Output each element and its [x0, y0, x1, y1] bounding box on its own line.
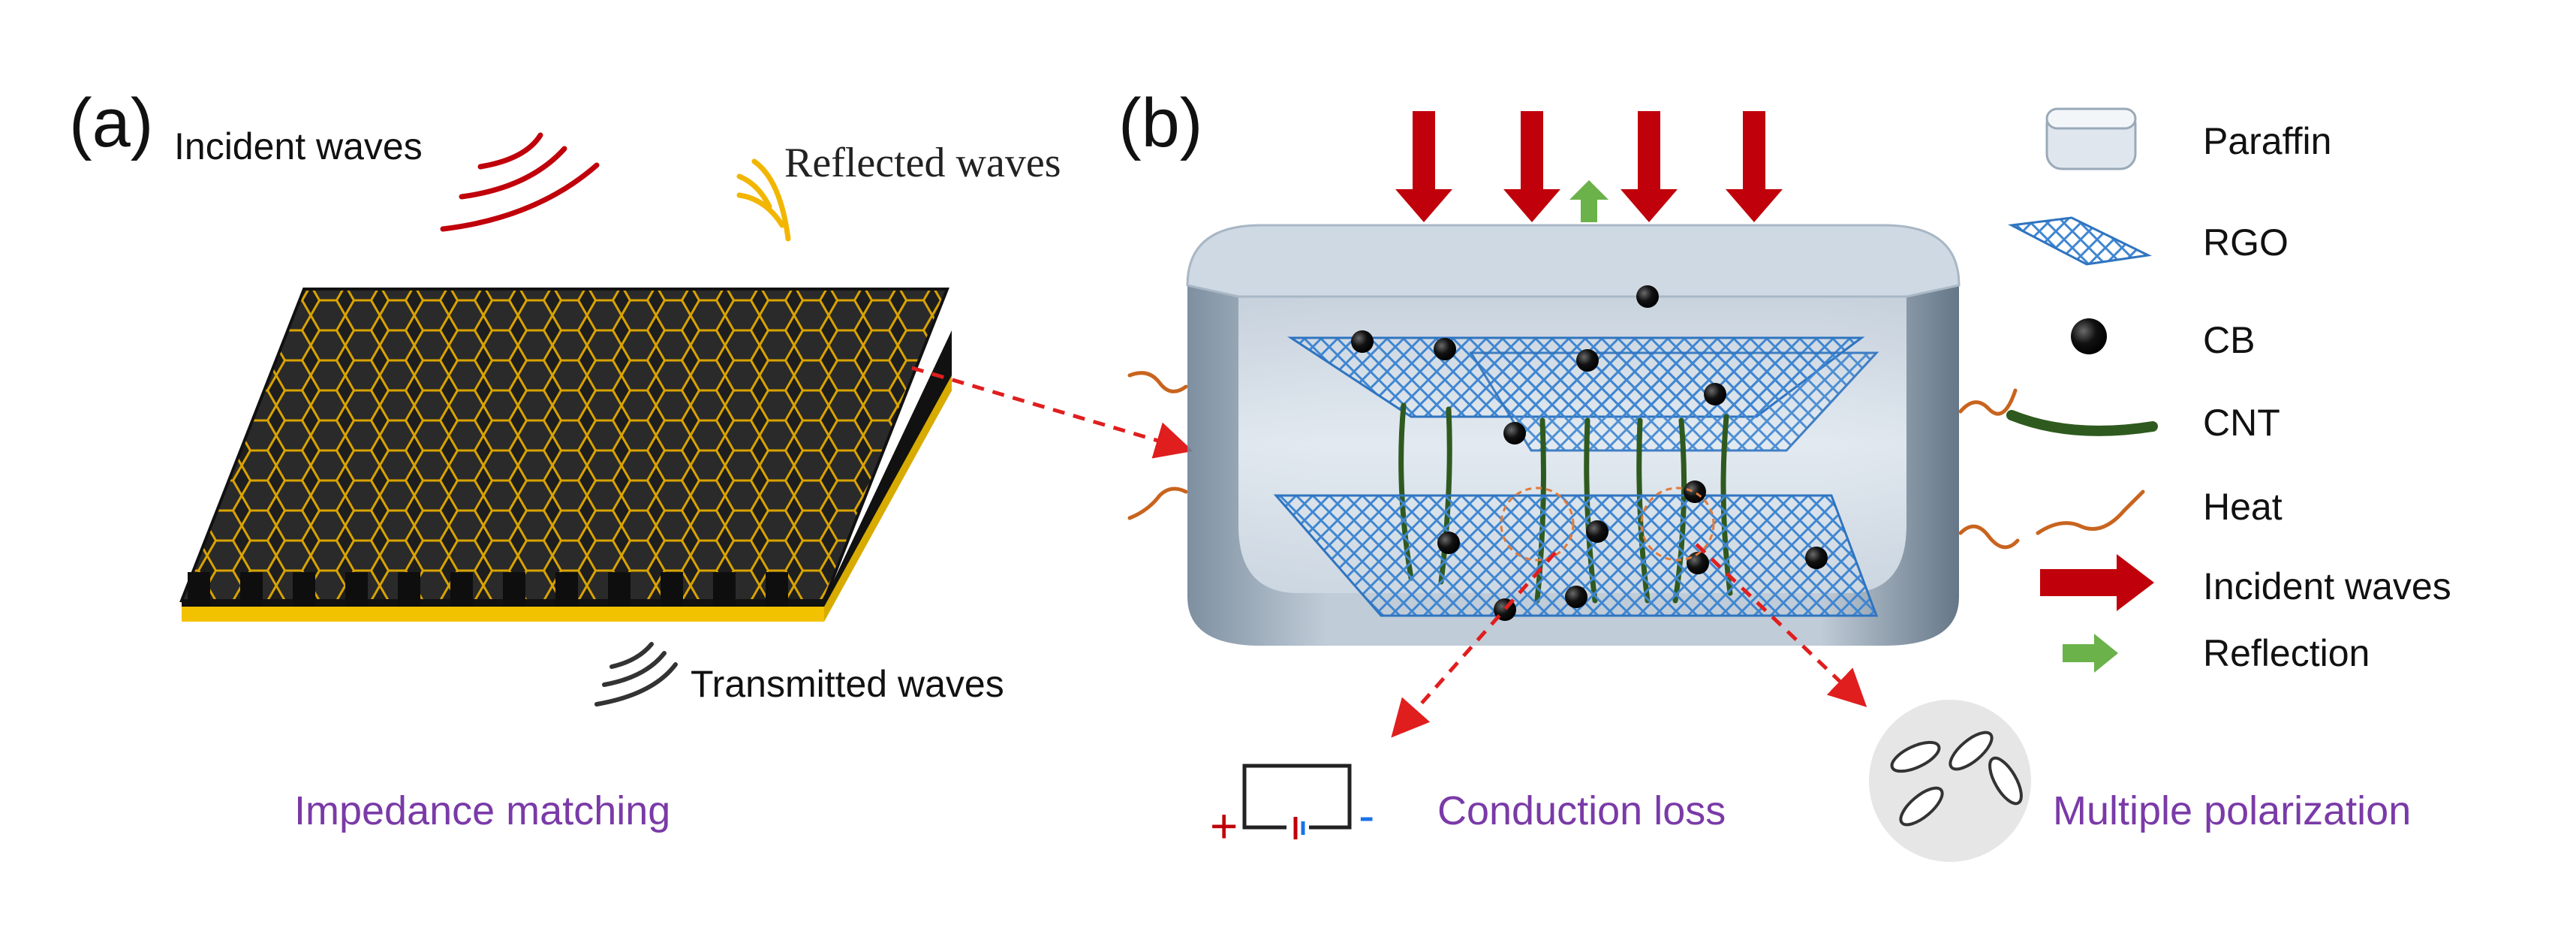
polarization-arrow [1695, 543, 1867, 707]
incident-waves-icon [440, 132, 600, 232]
legend-incident-label: Incident waves [2203, 565, 2451, 607]
conduction-loss-label: Conduction loss [1437, 788, 1726, 833]
reflection-arrow [1569, 180, 1608, 222]
legend-cb-label: CB [2203, 319, 2255, 361]
panel-b: (b) [1118, 85, 2411, 862]
reflected-waves-icon [736, 158, 791, 242]
impedance-matching-label: Impedance matching [294, 788, 670, 833]
conduction-arrow [1391, 551, 1557, 738]
multiple-polarization-label: Multiple polarization [2053, 788, 2411, 833]
legend: Paraffin RGO CB CNT Heat Incident waves … [2006, 107, 2451, 674]
legend-rgo-label: RGO [2203, 221, 2289, 264]
incident-arrow-icon [2040, 554, 2154, 611]
legend-paraffin-label: Paraffin [2203, 120, 2331, 162]
panel-b-label: (b) [1118, 85, 1202, 161]
legend-reflection-label: Reflection [2203, 632, 2370, 674]
heat-wave-icon [2036, 490, 2145, 535]
battery-circuit-icon [1242, 764, 1352, 841]
battery-minus-sign: - [1359, 788, 1374, 842]
cb-sphere-icon [2071, 318, 2107, 354]
battery-plus-sign: + [1210, 799, 1238, 853]
panel-a-label: (a) [69, 85, 153, 161]
legend-cnt-label: CNT [2203, 402, 2280, 444]
legend-heat-label: Heat [2203, 486, 2283, 528]
rgo-sheet-lower [1273, 494, 1879, 617]
reflected-waves-label: Reflected waves [784, 140, 1061, 186]
panel-a: (a) Incident waves Reflected waves [69, 85, 1193, 833]
transmitted-waves-label: Transmitted waves [691, 663, 1004, 705]
rgo-sheet-upper-front [1469, 351, 1879, 452]
loss-hotspots [1500, 487, 1715, 562]
heat-squiggles [1127, 371, 2020, 550]
paraffin-block-icon [2045, 107, 2137, 170]
honeycomb-absorber [179, 288, 952, 622]
transmitted-waves-icon [594, 642, 678, 706]
incident-arrows [1395, 111, 1783, 222]
cb-spheres [1351, 285, 1828, 621]
zoom-connector-arrow [911, 366, 1193, 459]
incident-waves-label: Incident waves [174, 125, 423, 167]
rgo-sheet-icon [2008, 216, 2153, 266]
cnt-tube-icon [2006, 410, 2158, 436]
reflection-arrow-icon [2063, 634, 2118, 673]
polarization-dipole-icon [1869, 700, 2031, 862]
